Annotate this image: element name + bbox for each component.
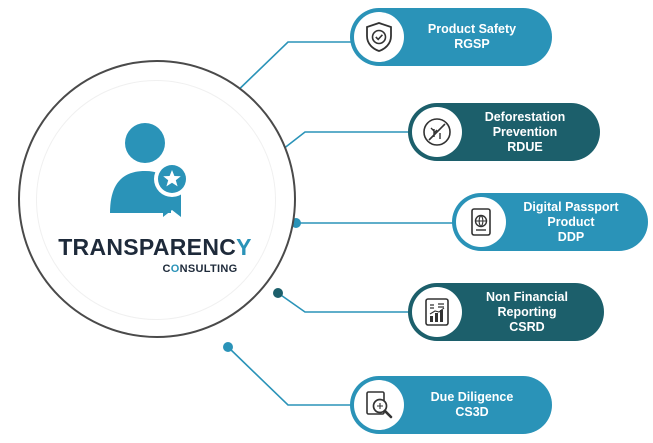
service-title: Product Safety: [427, 22, 517, 36]
service-non-financial-reporting: Non Financial Reporting CSRD: [408, 283, 604, 341]
service-title: Deforestation: [484, 109, 566, 124]
node-due-diligence: [223, 342, 233, 352]
passport-icon: [456, 197, 506, 247]
service-code: RDUE: [507, 139, 543, 154]
connector-deforestation: [277, 131, 415, 154]
service-title: Due Diligence: [430, 390, 514, 404]
connector-non-financial: [277, 292, 415, 313]
service-title: Digital Passport: [523, 199, 619, 214]
connector-product-safety: [227, 41, 355, 101]
brand-name-accent: Y: [236, 234, 252, 260]
service-code: DDP: [557, 229, 585, 244]
brand-tagline-o: O: [170, 263, 180, 275]
service-product-safety: Product Safety RGSP: [350, 8, 552, 66]
center-inner-ring: [36, 80, 276, 320]
brand-name-main: TRANSPARENC: [58, 234, 237, 260]
service-title: Non Financial: [486, 289, 568, 304]
consultant-badge-icon: [110, 123, 190, 217]
service-due-diligence: Due Diligence CS3D: [350, 376, 552, 434]
service-digital-passport: Digital Passport Product DDP: [452, 193, 648, 251]
no-deforestation-icon: [412, 107, 462, 157]
brand-tagline-rest: NSULTING: [179, 263, 238, 275]
report-chart-icon: [412, 287, 462, 337]
brand-name: TRANSPARENCY: [28, 234, 282, 261]
service-deforestation-prevention: Deforestation Prevention RDUE: [408, 103, 600, 161]
shield-check-icon: [354, 12, 404, 62]
document-magnifier-icon: [354, 380, 404, 430]
service-title-line2: Reporting: [497, 304, 557, 319]
brand-tagline: CONSULTING: [120, 263, 280, 275]
connector-due-diligence: [227, 346, 355, 406]
service-code: CSRD: [509, 319, 545, 334]
service-code: RGSP: [454, 37, 490, 51]
node-non-financial: [273, 288, 283, 298]
service-title-line2: Product: [547, 214, 595, 229]
service-title-line2: Prevention: [492, 124, 558, 139]
brand-tagline-c: C: [162, 263, 171, 275]
service-code: CS3D: [455, 405, 489, 419]
